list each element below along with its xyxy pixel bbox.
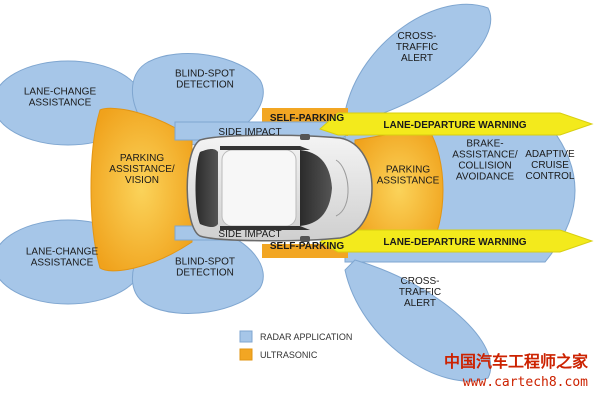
watermark-cn: 中国汽车工程师之家 — [444, 352, 589, 371]
car-top-view — [186, 134, 373, 242]
car-mirror-bottom — [300, 236, 310, 242]
car-side-window-top — [220, 146, 310, 150]
watermark-url: www.cartech8.com — [463, 375, 588, 390]
legend-swatch-radar — [239, 330, 253, 343]
car-windshield — [300, 150, 332, 226]
rear-parking-zone — [90, 107, 193, 272]
car-roof — [221, 149, 297, 227]
side-impact-top-label: SIDE IMPACT — [218, 127, 281, 138]
self-parking-bottom-zone — [262, 244, 348, 258]
car-side-window-bottom — [220, 226, 310, 230]
lane-departure-bottom-label: LANE-DEPARTURE WARNING — [383, 237, 526, 248]
car-mirror-top — [300, 134, 310, 140]
cross-traffic-bottom-zone — [344, 259, 492, 382]
lane-departure-top-zone — [319, 112, 594, 136]
legend-label-ultrasonic: ULTRASONIC — [260, 350, 318, 360]
legend-swatch-ultrasonic — [239, 348, 253, 361]
car-rear-window — [195, 149, 218, 227]
self-parking-bottom-label: SELF-PARKING — [270, 241, 344, 252]
watermark: 中国汽车工程师之家 www.cartech8.com — [444, 352, 589, 390]
legend-label-radar: RADAR APPLICATION — [260, 332, 352, 342]
side-impact-bottom-label: SIDE IMPACT — [218, 229, 281, 240]
car-hood — [335, 159, 349, 217]
legend: RADAR APPLICATION ULTRASONIC — [239, 330, 352, 361]
cross-traffic-top-zone — [344, 3, 492, 123]
self-parking-top-label: SELF-PARKING — [270, 113, 344, 124]
lane-departure-top-label: LANE-DEPARTURE WARNING — [383, 120, 526, 131]
